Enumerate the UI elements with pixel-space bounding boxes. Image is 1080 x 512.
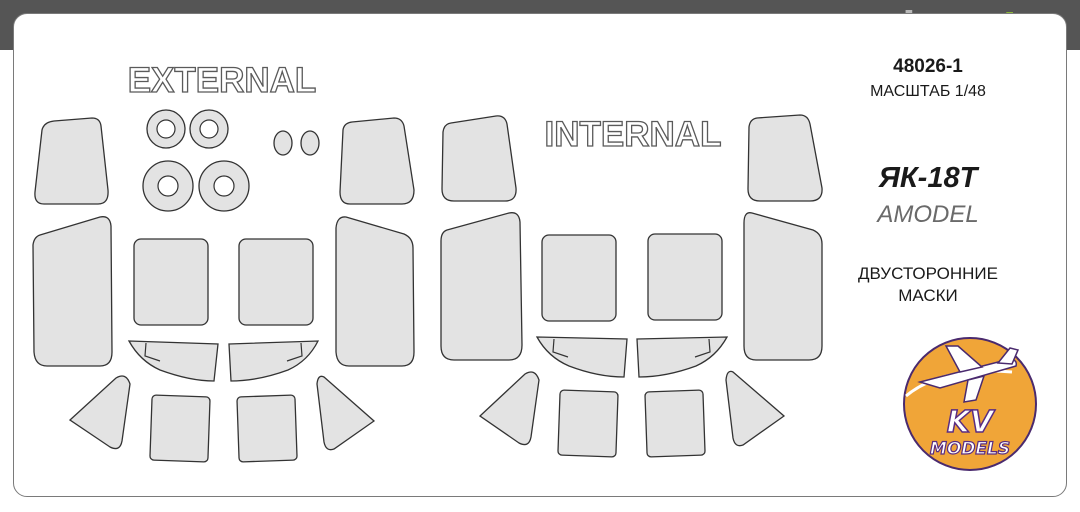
product-code: 48026-1 <box>893 56 963 77</box>
logo-text-models: MODELS <box>930 439 1010 459</box>
wheel-hub-cutout <box>199 119 219 139</box>
scale-label: МАСШТАБ 1/48 <box>870 83 986 100</box>
wheel-hub-cutout <box>157 175 179 197</box>
rear-quarter-left-mask <box>478 371 540 446</box>
internal-masks <box>440 114 823 458</box>
lower-panel-right-mask <box>636 336 729 378</box>
canopy-front-right-mask <box>747 114 823 202</box>
rear-quarter-left-mask <box>68 375 131 450</box>
side-window-right-mask <box>743 212 823 361</box>
lower-panel-right-frame-line <box>694 338 711 358</box>
roof-panel-left-mask <box>541 234 617 322</box>
canopy-front-left-mask <box>34 117 109 205</box>
internal-title: INTERNAL <box>545 115 722 154</box>
rear-panel-right-mask <box>644 389 706 458</box>
side-window-left-mask <box>440 212 523 361</box>
kv-models-logo: KV MODELS <box>903 337 1037 471</box>
side-window-left-mask <box>32 216 113 367</box>
canopy-front-right-mask <box>339 117 415 205</box>
lower-panel-left-mask <box>535 336 628 378</box>
side-window-right-mask <box>335 216 415 367</box>
rear-quarter-right-mask <box>725 370 786 447</box>
light-mask <box>300 130 320 156</box>
description-line-2: МАСКИ <box>898 286 958 305</box>
rear-panel-left-mask <box>149 394 211 463</box>
model-name: ЯК-18Т <box>878 162 978 194</box>
kit-manufacturer: AMODEL <box>877 201 979 228</box>
lower-panel-right-mask <box>228 340 320 382</box>
rear-panel-left-mask <box>557 389 619 458</box>
description-line-1: ДВУСТОРОННИЕ <box>858 264 998 283</box>
roof-panel-right-mask <box>238 238 314 326</box>
external-masks <box>32 109 415 463</box>
external-title: EXTERNAL <box>128 61 317 100</box>
wheel-hub-cutout <box>156 119 176 139</box>
lower-panel-left-mask <box>127 340 219 382</box>
roof-panel-left-mask <box>133 238 209 326</box>
canopy-front-left-mask <box>441 115 517 202</box>
lower-panel-left-frame-line <box>144 342 161 362</box>
roof-panel-right-mask <box>647 233 723 321</box>
lower-panel-right-frame-line <box>286 342 303 362</box>
rear-panel-right-mask <box>236 394 298 463</box>
rear-quarter-right-mask <box>316 375 376 451</box>
lower-panel-left-frame-line <box>552 338 569 358</box>
light-mask <box>273 130 293 156</box>
wheel-hub-cutout <box>213 175 235 197</box>
logo-text-kv: KV <box>947 405 996 440</box>
airplane-icon <box>917 345 1020 403</box>
